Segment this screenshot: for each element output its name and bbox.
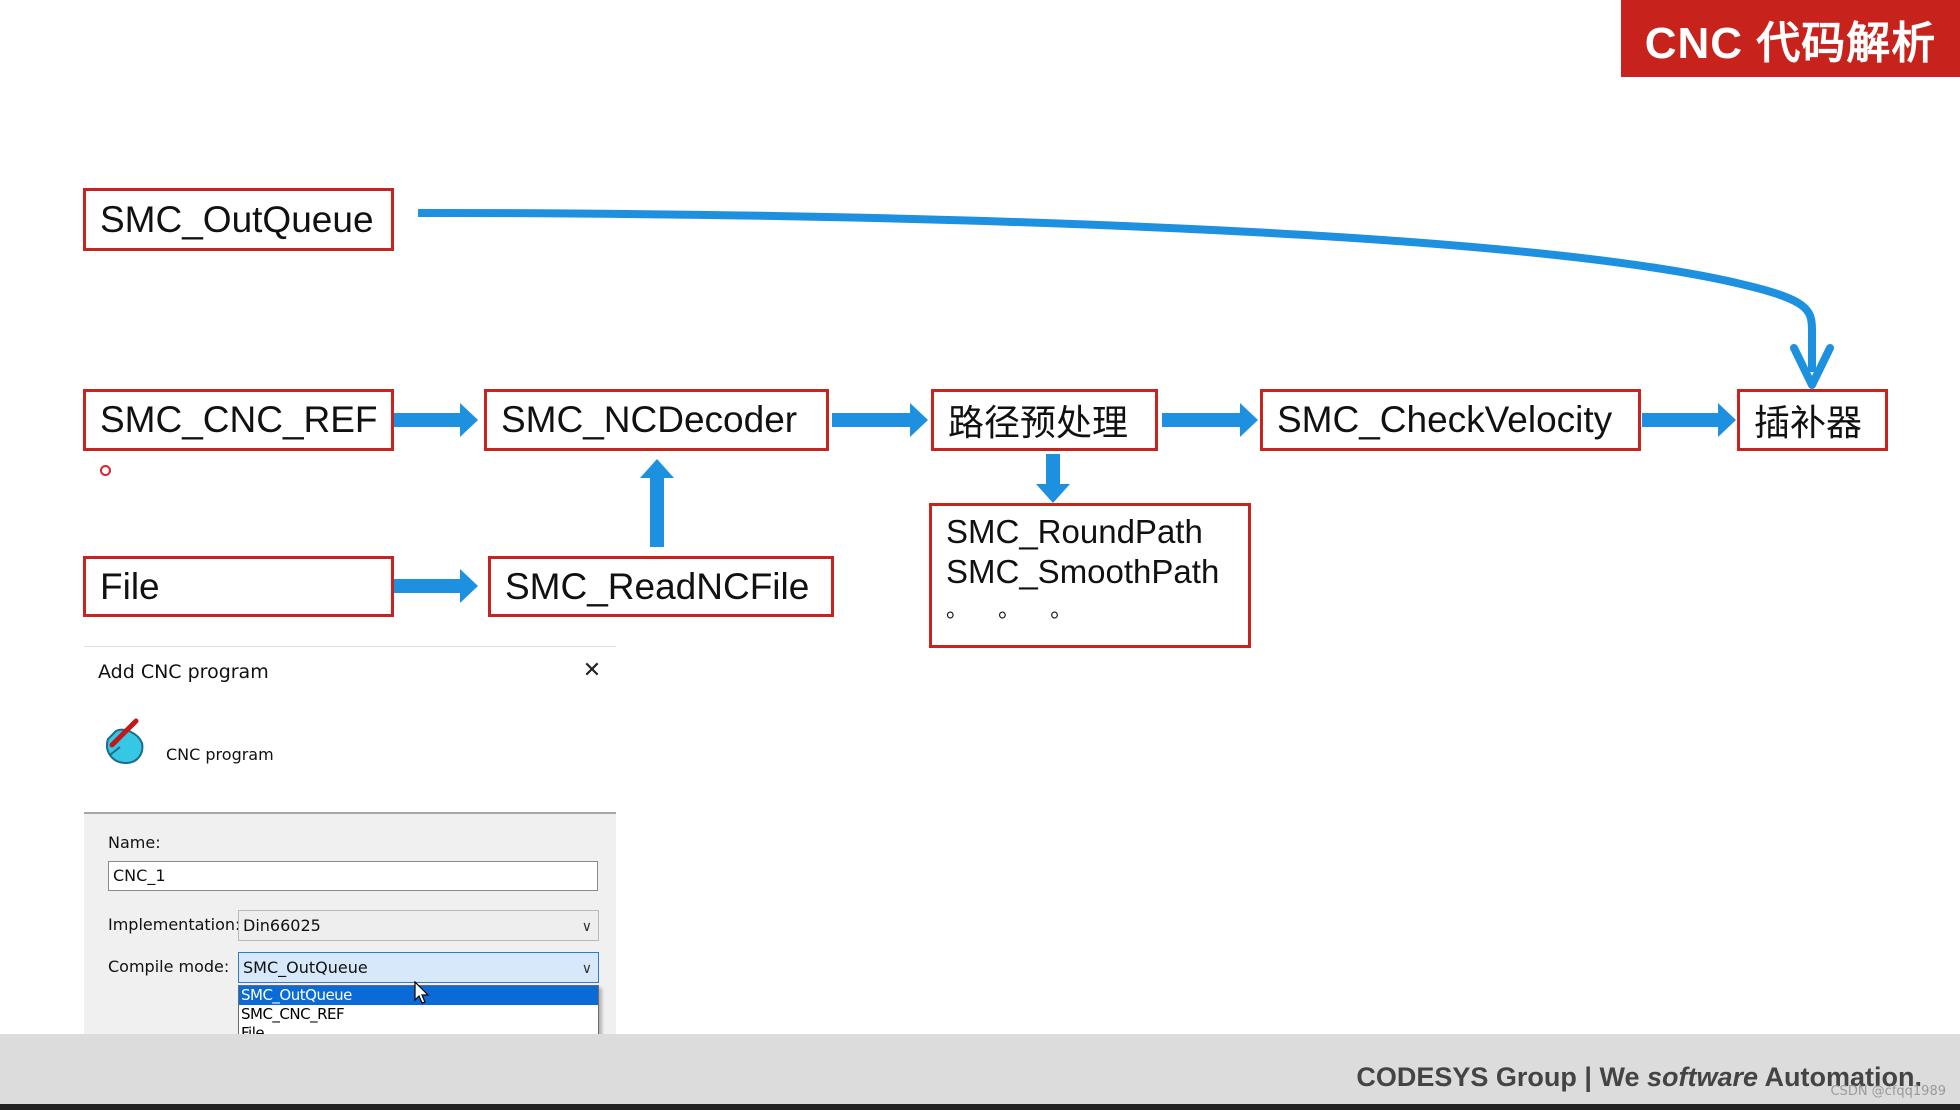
dialog-header: Add CNC program ✕ CNC program [84, 647, 616, 814]
arrow-outqueue-to-interpolator [417, 209, 1816, 372]
footer-brand-prefix: CODESYS Group | We [1356, 1062, 1647, 1092]
arrow-file-to-readncfile [394, 569, 478, 603]
arrow-checkvelocity-to-interpolator [1642, 403, 1736, 437]
implementation-value: Din66025 [243, 916, 321, 935]
arrow-readncfile-to-decoder [640, 459, 674, 547]
arrow-preprocess-down [1036, 454, 1070, 503]
footer-brand-suffix: Automation. [1758, 1062, 1923, 1092]
dialog-title: Add CNC program [98, 661, 269, 683]
path-function-item: SMC_SmoothPath [946, 553, 1220, 590]
node-smc-outqueue: SMC_OutQueue [83, 188, 394, 251]
node-smc-ncdecoder: SMC_NCDecoder [484, 389, 829, 451]
path-function-ellipsis: 。 。 。 [946, 597, 1085, 622]
arrow-decoder-to-preprocess [832, 403, 928, 437]
name-label: Name: [108, 833, 161, 852]
dialog-item-label: CNC program [166, 745, 274, 764]
node-smc-checkvelocity: SMC_CheckVelocity [1260, 389, 1641, 451]
mouse-cursor-icon [414, 981, 430, 1004]
compile-mode-label: Compile mode: [108, 957, 230, 976]
path-function-item: SMC_RoundPath [946, 513, 1203, 550]
arrow-preprocess-to-checkvelocity [1162, 403, 1258, 437]
implementation-label: Implementation: [108, 915, 241, 934]
compile-mode-value: SMC_OutQueue [243, 958, 368, 977]
add-cnc-program-dialog: Add CNC program ✕ CNC program Name: CNC_… [84, 646, 616, 1077]
chevron-down-icon: ∨ [581, 919, 592, 935]
node-file: File [83, 556, 394, 617]
node-path-preprocess: 路径预处理 [931, 389, 1158, 451]
footer-bottom-edge [0, 1104, 1960, 1110]
close-icon[interactable]: ✕ [582, 658, 602, 683]
footer-bar: CODESYS Group | We software Automation. … [0, 1034, 1960, 1108]
name-field[interactable]: CNC_1 [108, 861, 598, 891]
chevron-down-icon: ∨ [581, 961, 592, 977]
node-path-functions: SMC_RoundPath SMC_SmoothPath 。 。 。 [929, 503, 1251, 648]
node-smc-readncfile: SMC_ReadNCFile [488, 556, 834, 617]
dropdown-option[interactable]: SMC_CNC_REF [241, 1005, 345, 1023]
node-interpolator: 插补器 [1737, 389, 1888, 451]
footer-brand-italic: software [1646, 1062, 1759, 1092]
watermark: CSDN @cfqq1989 [1830, 1084, 1946, 1099]
cnc-program-icon [106, 718, 144, 765]
arrowhead-outqueue [1790, 344, 1834, 389]
footer-brand: CODESYS Group | We software Automation. [1356, 1062, 1922, 1093]
implementation-select[interactable]: Din66025 ∨ [238, 910, 599, 941]
stray-mark [100, 465, 111, 476]
node-smc-cnc-ref: SMC_CNC_REF [83, 389, 394, 451]
page-title-banner: CNC 代码解析 [1621, 0, 1960, 77]
arrow-cncref-to-decoder [394, 403, 478, 437]
compile-mode-select[interactable]: SMC_OutQueue ∨ [238, 952, 599, 983]
